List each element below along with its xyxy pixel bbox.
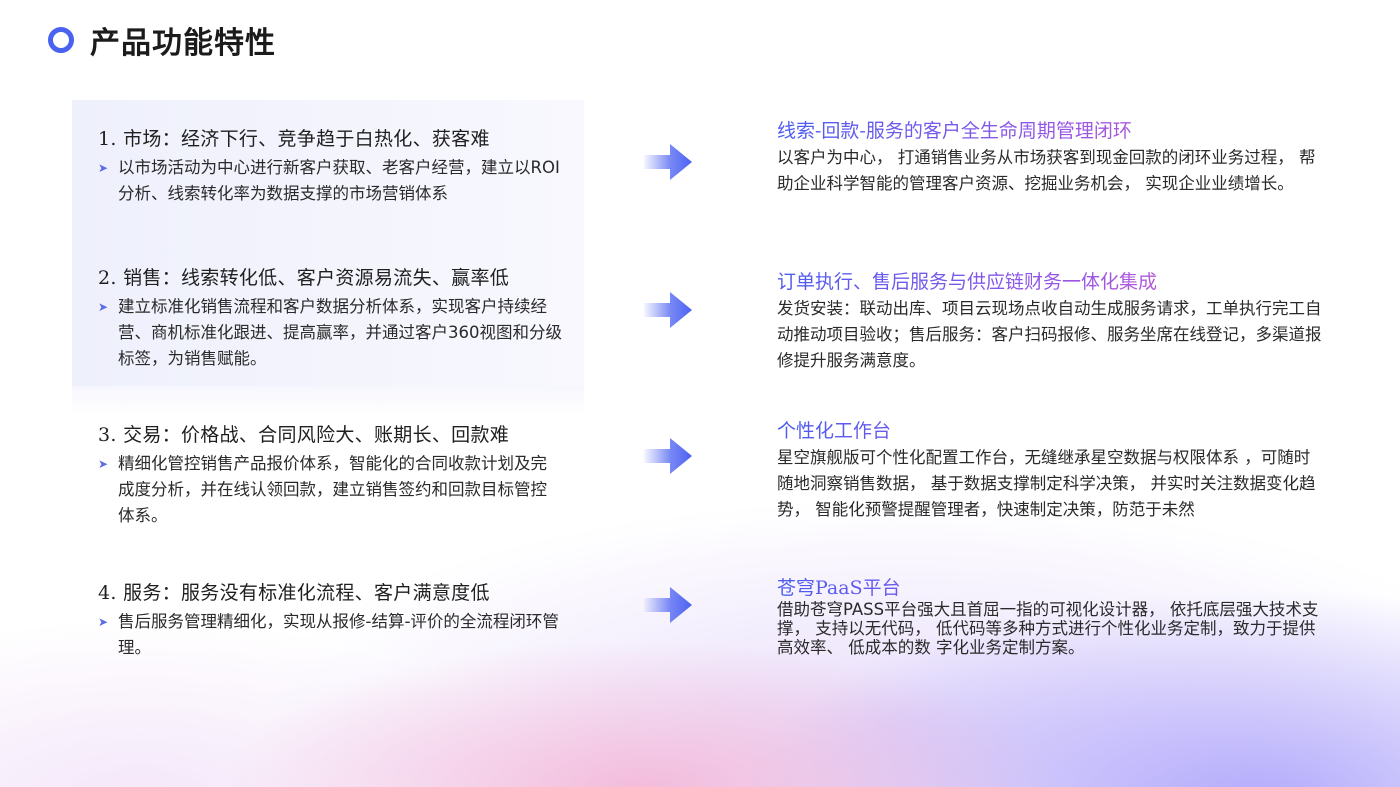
problem-desc: 售后服务管理精细化，实现从报修-结算-评价的全流程闭环管理。 bbox=[118, 612, 559, 657]
solution-title: 订单执行、售后服务与供应链财务一体化集成 bbox=[777, 267, 1322, 294]
solution-desc: 以客户为中心， 打通销售业务从市场获客到现金回款的闭环业务过程， 帮助企业科学智… bbox=[777, 148, 1316, 193]
problem-title: 4. 服务：服务没有标准化流程、客户满意度低 bbox=[98, 582, 490, 604]
problem-desc: 精细化管控销售产品报价体系，智能化的合同收款计划及完成度分析，并在线认领回款，建… bbox=[118, 454, 547, 525]
solution-title: 苍穹PaaS平台 bbox=[777, 573, 1322, 600]
solution-title: 个性化工作台 bbox=[777, 416, 1322, 443]
solution-item-paas: 苍穹PaaS平台 借助苍穹PASS平台强大且首屈一指的可视化设计器， 依托底层强… bbox=[777, 573, 1322, 657]
problem-title: 1. 市场：经济下行、竞争趋于白热化、获客难 bbox=[98, 128, 490, 150]
solution-desc: 星空旗舰版可个性化配置工作台，无缝继承星空数据与权限体系 ，可随时随地洞察销售数… bbox=[777, 448, 1316, 519]
problem-desc: 建立标准化销售流程和客户数据分析体系，实现客户持续经营、商机标准化跟进、提高赢率… bbox=[118, 297, 562, 368]
problem-title: 2. 销售：线索转化低、客户资源易流失、赢率低 bbox=[98, 267, 510, 289]
ring-icon bbox=[48, 27, 74, 53]
arrow-right-icon bbox=[644, 438, 692, 474]
arrow-right-icon bbox=[644, 292, 692, 328]
problem-item-market: 1. 市场：经济下行、竞争趋于白热化、获客难 ➤ 以市场活动为中心进行新客户获取… bbox=[98, 124, 568, 207]
solution-desc: 借助苍穹PASS平台强大且首屈一指的可视化设计器， 依托底层强大技术支撑， 支持… bbox=[777, 600, 1319, 657]
triangle-right-icon: ➤ bbox=[98, 457, 109, 471]
solution-desc: 发货安装：联动出库、项目云现场点收自动生成服务请求，工单执行完工自动推动项目验收… bbox=[777, 299, 1322, 370]
solution-item-integration: 订单执行、售后服务与供应链财务一体化集成 发货安装：联动出库、项目云现场点收自动… bbox=[777, 267, 1322, 374]
solution-item-workbench: 个性化工作台 星空旗舰版可个性化配置工作台，无缝继承星空数据与权限体系 ，可随时… bbox=[777, 416, 1322, 523]
triangle-right-icon: ➤ bbox=[98, 615, 109, 629]
problem-title: 3. 交易：价格战、合同风险大、账期长、回款难 bbox=[98, 424, 510, 446]
problem-desc: 以市场活动为中心进行新客户获取、老客户经营，建立以ROI分析、线索转化率为数据支… bbox=[118, 158, 560, 203]
header: 产品功能特性 bbox=[48, 18, 276, 62]
page-title: 产品功能特性 bbox=[90, 26, 276, 61]
highlight-panel-fade bbox=[72, 386, 584, 416]
problem-item-transaction: 3. 交易：价格战、合同风险大、账期长、回款难 ➤ 精细化管控销售产品报价体系，… bbox=[98, 420, 568, 529]
arrow-right-icon bbox=[644, 144, 692, 180]
problem-item-sales: 2. 销售：线索转化低、客户资源易流失、赢率低 ➤ 建立标准化销售流程和客户数据… bbox=[98, 263, 568, 372]
solution-item-lifecycle: 线索-回款-服务的客户全生命周期管理闭环 以客户为中心， 打通销售业务从市场获客… bbox=[777, 116, 1322, 197]
triangle-right-icon: ➤ bbox=[98, 161, 109, 175]
arrow-right-icon bbox=[644, 587, 692, 623]
problem-item-service: 4. 服务：服务没有标准化流程、客户满意度低 ➤ 售后服务管理精细化，实现从报修… bbox=[98, 578, 568, 661]
triangle-right-icon: ➤ bbox=[98, 300, 109, 314]
solution-title: 线索-回款-服务的客户全生命周期管理闭环 bbox=[777, 116, 1322, 143]
highlight-panel bbox=[72, 100, 584, 386]
